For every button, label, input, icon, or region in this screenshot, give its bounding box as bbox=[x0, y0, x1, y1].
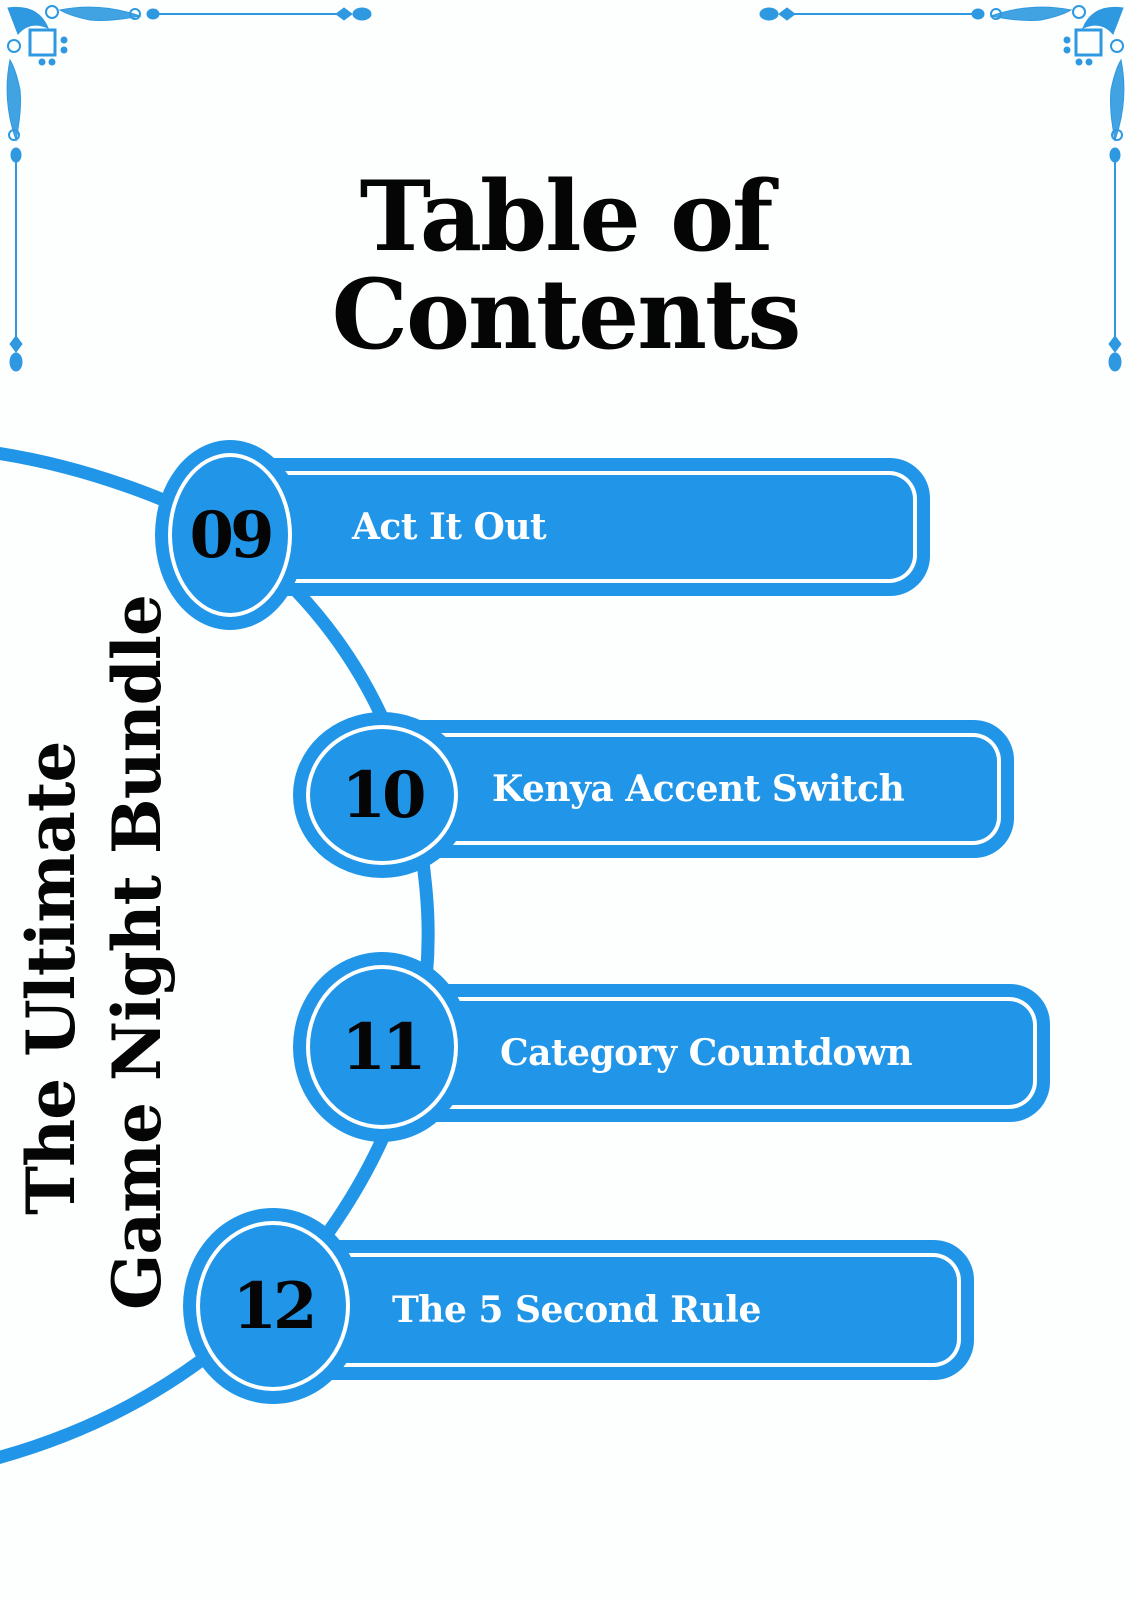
toc-entry-bar-border bbox=[262, 471, 917, 583]
page-title-line-1: Table of bbox=[359, 160, 774, 273]
toc-entry-number: 10 bbox=[341, 757, 426, 833]
page-title-line-2: Contents bbox=[331, 258, 802, 371]
toc-entry-bar-border bbox=[330, 1253, 961, 1367]
side-title-line-1: The Ultimate bbox=[12, 741, 90, 1215]
toc-entry-number: 09 bbox=[189, 497, 274, 573]
toc-entry-bar[interactable]: The 5 Second Rule bbox=[330, 1240, 974, 1380]
toc-entry-label: Category Countdown bbox=[500, 1032, 913, 1074]
toc-entry-label: Kenya Accent Switch bbox=[492, 768, 905, 810]
toc-entry-bar-border bbox=[430, 997, 1037, 1109]
toc-entry-bar-border bbox=[420, 733, 1001, 845]
corner-ornament-top-left-icon bbox=[6, 5, 372, 372]
toc-entry-bar[interactable]: Act It Out bbox=[262, 458, 930, 596]
toc-entry-label: Act It Out bbox=[352, 506, 547, 548]
corner-ornament-top-right-icon bbox=[759, 5, 1125, 372]
toc-entry-number: 11 bbox=[341, 1009, 426, 1085]
toc-entry-bar[interactable]: Kenya Accent Switch bbox=[420, 720, 1014, 858]
side-title-line-2: Game Night Bundle bbox=[98, 595, 176, 1310]
toc-entry-bar[interactable]: Category Countdown bbox=[430, 984, 1050, 1122]
toc-entry-number-badge: 10 bbox=[293, 712, 471, 878]
toc-entry-number-badge: 09 bbox=[155, 440, 305, 630]
toc-entry-label: The 5 Second Rule bbox=[392, 1289, 761, 1331]
toc-entry-number-badge: 11 bbox=[293, 952, 471, 1142]
toc-entry-number: 12 bbox=[232, 1268, 317, 1344]
toc-entry-number-badge: 12 bbox=[183, 1208, 363, 1404]
